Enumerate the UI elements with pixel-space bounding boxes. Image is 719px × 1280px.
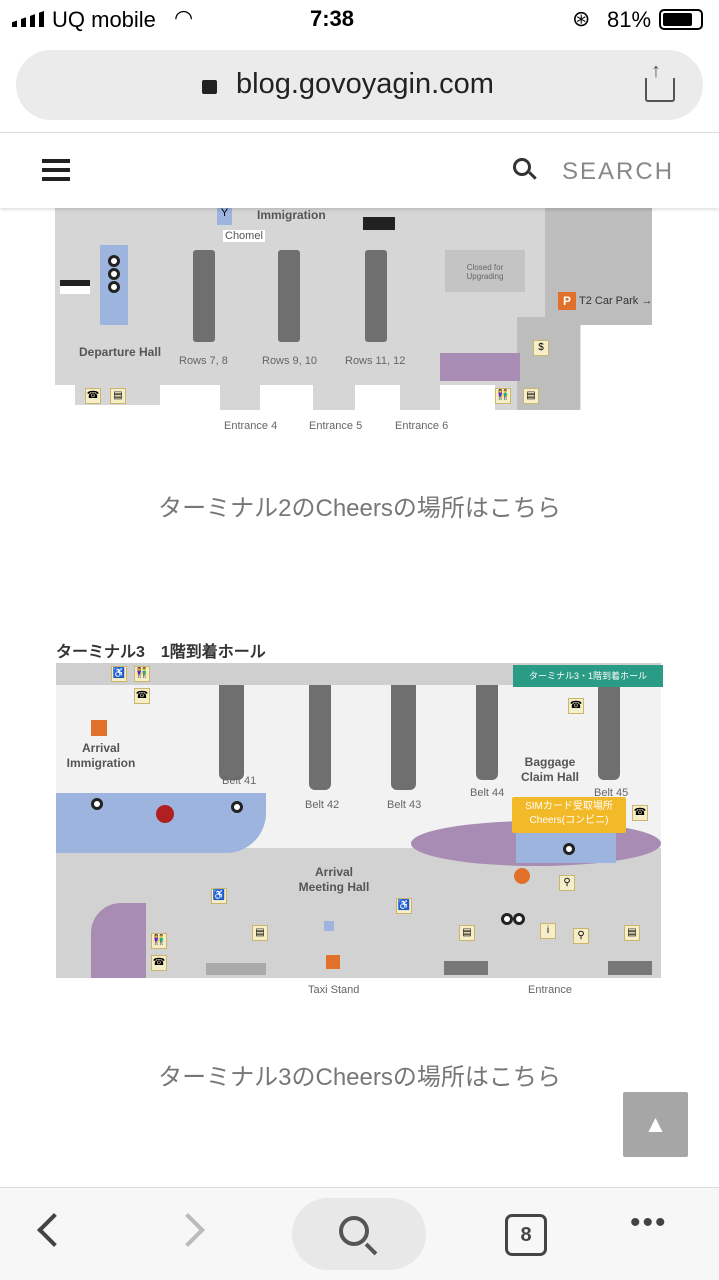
clock: 7:38 [310, 6, 355, 31]
belt-label: Belt 41 [222, 775, 257, 787]
t3-banner: ターミナル3・1階到着ホール [513, 665, 663, 687]
belt-label: Belt 44 [470, 787, 505, 799]
site-header: SEARCH [0, 132, 719, 208]
caption-terminal2: ターミナル2のCheersの場所はこちら [158, 495, 561, 522]
search-label[interactable]: SEARCH [562, 158, 675, 185]
immigration-label: Immigration [257, 208, 326, 222]
search-icon [339, 1216, 369, 1246]
belt-label: Belt 42 [305, 799, 340, 811]
arrival-immigration-label: Arrival Immigration [66, 741, 136, 770]
rows-label: Rows 7, 8 [179, 355, 228, 367]
entrance-label: Entrance 6 [395, 420, 449, 432]
hamburger-menu-icon[interactable] [42, 159, 70, 181]
search-icon-handle [528, 171, 537, 180]
more-icon[interactable]: ••• [630, 1206, 668, 1239]
address-bar[interactable]: blog.govoyagin.com ↑ [16, 50, 703, 120]
search-button[interactable] [292, 1198, 426, 1270]
lock-icon [202, 80, 217, 94]
chomel-label: Chomel [223, 230, 265, 242]
terminal3-map: ターミナル3・1階到着ホール Arrival Immigration Bagga… [56, 663, 663, 978]
car-park-label: T2 Car Park → [579, 295, 653, 307]
meeting-hall-label: Arrival Meeting Hall [298, 865, 370, 894]
belt-label: Belt 45 [594, 787, 629, 799]
terminal2-map: Closed for Upgrading Y Immigration Chome… [55, 205, 652, 410]
entrance-label: Entrance 4 [224, 420, 278, 432]
url-text: blog.govoyagin.com [236, 68, 494, 100]
status-bar: UQ mobile ◠ 7:38 ⊛ 81% [0, 0, 719, 40]
taxi-stand-label: Taxi Stand [308, 984, 360, 996]
share-arrow-icon: ↑ [651, 60, 661, 82]
entrance-label: Entrance [528, 984, 573, 996]
rows-label: Rows 11, 12 [345, 355, 406, 367]
share-icon[interactable] [645, 78, 675, 102]
search-icon[interactable] [513, 158, 531, 176]
terminal3-map-title: ターミナル3 1階到着ホール [56, 644, 266, 661]
carrier: UQ mobile [52, 7, 156, 32]
sim-callout-line1: SIMカード受取場所 [525, 801, 613, 812]
belt-label: Belt 43 [387, 799, 422, 811]
closed-label: Closed for Upgrading [466, 263, 504, 281]
browser-toolbar: 8 ••• [0, 1187, 719, 1280]
scroll-to-top-button[interactable]: ▲ [623, 1092, 688, 1157]
forward-icon[interactable] [171, 1213, 205, 1247]
battery-icon [659, 9, 703, 30]
tabs-button[interactable]: 8 [505, 1214, 547, 1256]
departure-hall-label: Departure Hall [79, 345, 162, 359]
parking-icon: P [558, 292, 576, 310]
rotation-lock-icon: ⊛ [572, 6, 591, 31]
baggage-claim-label: Baggage Claim Hall [520, 755, 580, 784]
back-icon[interactable] [37, 1213, 71, 1247]
battery-percent: 81% [607, 7, 652, 32]
rows-label: Rows 9, 10 [262, 355, 318, 367]
sim-callout: SIMカード受取場所 Cheers(コンビニ) [512, 797, 626, 833]
signal-icon [12, 11, 44, 27]
caption-terminal3: ターミナル3のCheersの場所はこちら [158, 1064, 561, 1091]
wifi-icon: ◠ [174, 5, 194, 30]
sim-callout-line2: Cheers(コンビニ) [529, 815, 609, 826]
entrance-label: Entrance 5 [309, 420, 363, 432]
